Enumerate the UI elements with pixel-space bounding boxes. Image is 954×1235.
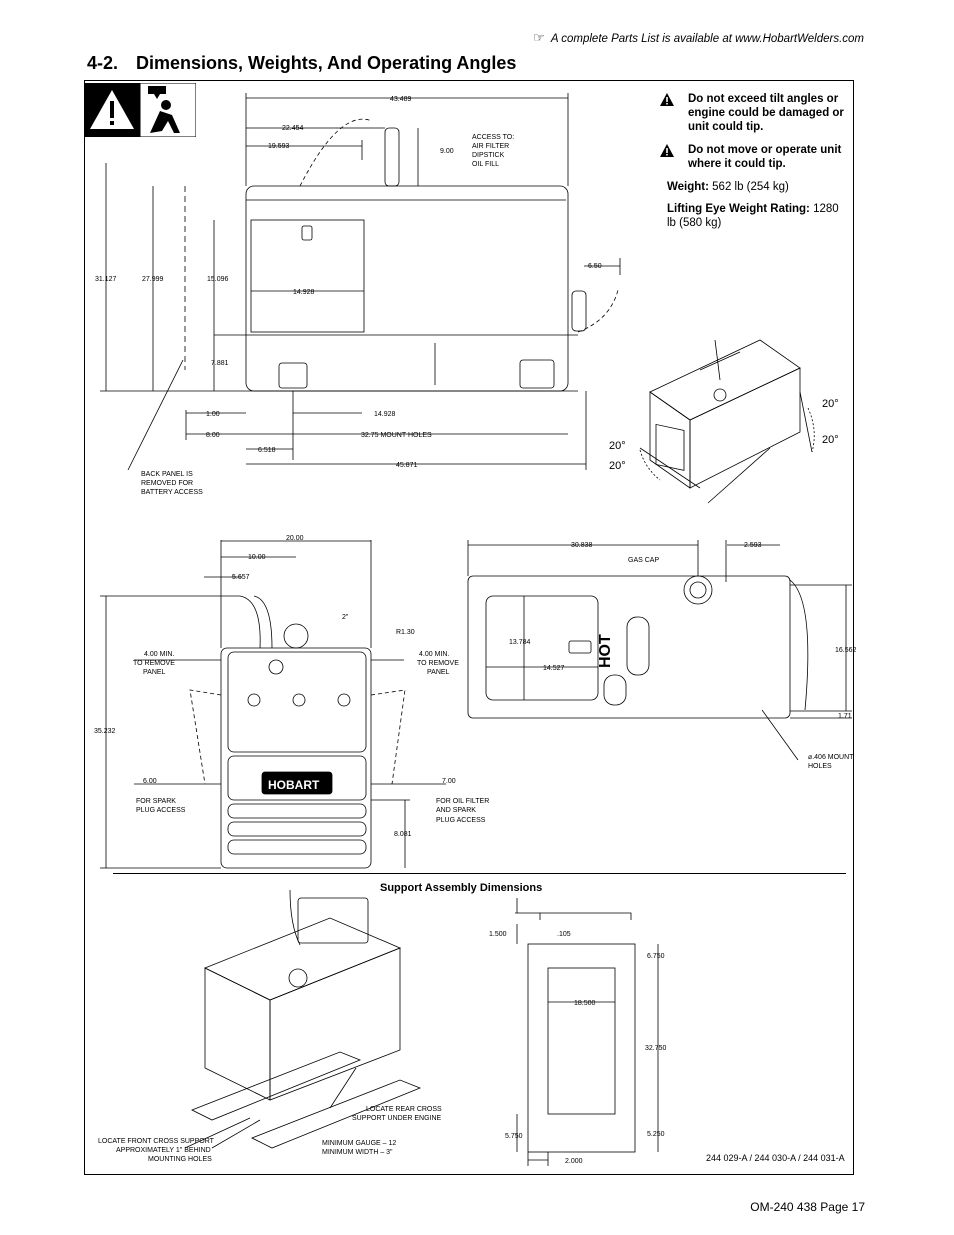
front-note-3: MOUNTING HOLES <box>148 1156 212 1163</box>
parts-list-note: ☞A complete Parts List is available at w… <box>533 30 864 45</box>
front-note-2: APPROXIMATELY 1" BEHIND <box>116 1147 211 1154</box>
access-note-3: DIPSTICK <box>472 152 505 159</box>
dim-edge: 1.71 <box>838 713 852 720</box>
dim-front-width: 20.00 <box>286 535 304 542</box>
front-note-1: LOCATE FRONT CROSS SUPPORT <box>98 1138 215 1145</box>
back-panel-note-2: REMOVED FOR <box>141 480 193 487</box>
dim-spark-right: 7.00 <box>442 778 456 785</box>
dim-lip: 2" <box>342 614 349 621</box>
dim-height-base: 7.881 <box>211 360 229 367</box>
pointing-hand-icon: ☞ <box>533 30 545 45</box>
dim-bottom-width: 2.000 <box>565 1158 583 1165</box>
dim-inner-width: 18.500 <box>574 1000 596 1007</box>
support-section-drawing <box>515 898 659 1166</box>
drawing-reference: 244 029-A / 244 030-A / 244 031-A <box>706 1153 845 1163</box>
dim-left-bottom: 5.750 <box>505 1133 523 1140</box>
spark-note-2: PLUG ACCESS <box>136 807 186 814</box>
clearance-left-1: 4.00 MIN. <box>144 651 174 658</box>
dim-height-total: 31.127 <box>95 276 117 283</box>
tilt-angle-3: 20° <box>609 440 626 452</box>
clearance-right-1: 4.00 MIN. <box>419 651 449 658</box>
access-note-4: OIL FILL <box>472 161 499 168</box>
dim-flange: 1.500 <box>489 931 507 938</box>
section-heading: 4-2. Dimensions, Weights, And Operating A… <box>87 53 516 74</box>
dim-overall-bottom: 45.871 <box>396 462 418 469</box>
dim-offset-8: 8.00 <box>206 432 220 439</box>
dim-rear-offset: 6.518 <box>258 447 276 454</box>
lifting-eye-spec: Lifting Eye Weight Rating: 1280 lb (580 … <box>667 203 839 229</box>
dim-top-height: 9.00 <box>440 148 454 155</box>
dim-top-width: 16.562 <box>835 647 857 654</box>
hot-label: HOT <box>597 634 614 668</box>
back-panel-note-3: BATTERY ACCESS <box>141 489 203 496</box>
gas-cap-label: GAS CAP <box>628 557 659 564</box>
tilt-isometric-drawing <box>639 339 815 504</box>
dim-support-length: 32.750 <box>645 1045 667 1052</box>
dim-mount-holes: 32.75 MOUNT HOLES <box>361 432 432 439</box>
figure-frame <box>84 80 854 1175</box>
hobart-logo: HOBART <box>268 778 320 792</box>
page-footer: OM-240 438 Page 17 <box>750 1200 865 1214</box>
dim-door-height: 13.784 <box>509 639 531 646</box>
access-note-1: ACCESS TO: <box>472 134 514 141</box>
section-divider <box>113 873 846 874</box>
dim-offset-1: 1.00 <box>206 411 220 418</box>
dim-base-height: 8.081 <box>394 831 412 838</box>
tip-hazard-icon <box>84 83 196 137</box>
side-view-drawing <box>100 93 621 471</box>
support-assembly-title: Support Assembly Dimensions <box>380 882 543 894</box>
dim-front-height: 35.232 <box>94 728 116 735</box>
warning-note: Do not move or operate unit where it cou… <box>660 143 850 171</box>
dim-hole-center: 14.928 <box>374 411 396 418</box>
rear-note-2: SUPPORT UNDER ENGINE <box>352 1115 442 1122</box>
oil-note-2: AND SPARK <box>436 807 476 814</box>
dim-to-exhaust: 19.593 <box>268 143 290 150</box>
dim-radius: R1.30 <box>396 629 415 636</box>
dim-half-width: 10.00 <box>248 554 266 561</box>
spark-note-1: FOR SPARK <box>136 798 176 805</box>
back-panel-note-1: BACK PANEL IS <box>141 471 193 478</box>
warning-triangle-icon <box>660 92 688 110</box>
weight-spec: Weight: 562 lb (254 kg) <box>667 181 789 193</box>
dim-height-body: 27.999 <box>142 276 164 283</box>
top-view-drawing <box>467 540 852 761</box>
warning-notes: Do not exceed tilt angles or engine coul… <box>660 92 850 238</box>
oil-note-3: PLUG ACCESS <box>436 817 486 824</box>
dim-exhaust-lift: 22.454 <box>282 125 304 132</box>
dim-exhaust-offset: 5.657 <box>232 574 250 581</box>
dim-right-bottom: 5.250 <box>647 1131 665 1138</box>
warning-note: Do not exceed tilt angles or engine coul… <box>660 92 850 134</box>
dim-top-offset: 6.750 <box>647 953 665 960</box>
warning-triangle-icon <box>660 143 688 161</box>
rear-note-1: LOCATE REAR CROSS <box>366 1106 442 1113</box>
dim-top-door-width: 14.527 <box>543 665 565 672</box>
tilt-angle-1: 20° <box>822 398 839 410</box>
dim-length-to-cap: 30.838 <box>571 542 593 549</box>
hole-note-2: HOLES <box>808 763 832 770</box>
clearance-left-3: PANEL <box>143 669 166 676</box>
tilt-angle-2: 20° <box>822 434 839 446</box>
tilt-angle-4: 20° <box>609 460 626 472</box>
support-isometric-drawing <box>184 889 422 1149</box>
access-note-2: AIR FILTER <box>472 143 509 150</box>
dim-overall-top: 43.489 <box>390 96 412 103</box>
dim-handle-offset: 6.50 <box>588 263 602 270</box>
clearance-right-3: PANEL <box>427 669 450 676</box>
dim-cap-offset: 2.593 <box>744 542 762 549</box>
section-number: 4-2. <box>87 53 119 73</box>
front-view-drawing <box>100 540 446 869</box>
clearance-left-2: TO REMOVE <box>133 660 175 667</box>
dim-spark-left: 6.00 <box>143 778 157 785</box>
gauge-note-2: MINIMUM WIDTH – 3" <box>322 1149 393 1156</box>
dim-door-width: 14.928 <box>293 289 315 296</box>
dim-thickness: .105 <box>557 931 571 938</box>
gauge-note-1: MINIMUM GAUGE – 12 <box>322 1140 396 1147</box>
section-title: Dimensions, Weights, And Operating Angle… <box>136 53 517 73</box>
clearance-right-2: TO REMOVE <box>417 660 459 667</box>
hole-note-1: ⌀.406 MOUNT <box>808 754 854 761</box>
dim-height-door: 15.096 <box>207 276 229 283</box>
oil-note-1: FOR OIL FILTER <box>436 798 489 805</box>
